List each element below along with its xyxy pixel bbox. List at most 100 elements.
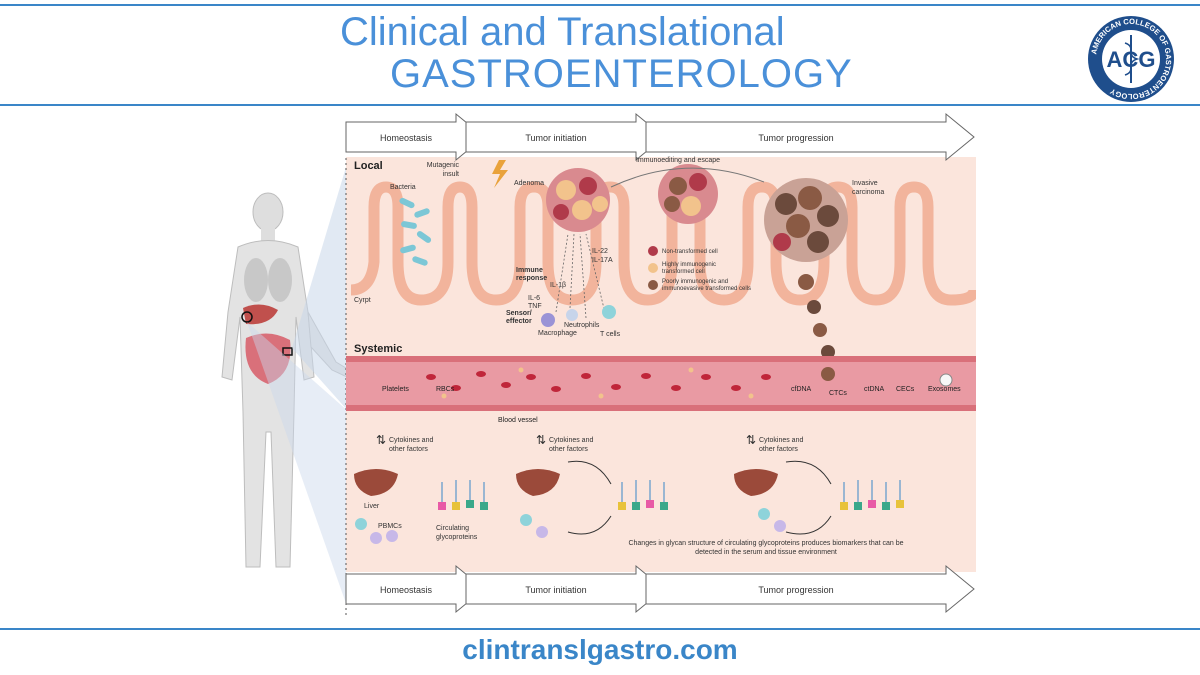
exchange-arrows-icon: ⇅ xyxy=(746,433,756,447)
lung-left-organ xyxy=(244,258,268,302)
adenoma-cell-mass xyxy=(546,168,610,232)
label-sensor-line2: effector xyxy=(506,318,532,325)
label-blood-vessel: Blood vessel xyxy=(498,417,538,424)
macrophage-cell-icon xyxy=(541,313,555,327)
stage-label-progression-top: Tumor progression xyxy=(758,133,833,143)
label-il22: IL-22 xyxy=(592,248,608,255)
pbmc-cell-icon xyxy=(386,530,398,542)
label-il17a: IL-17A xyxy=(592,257,613,264)
label-cytokines-line2: other factors xyxy=(389,446,428,453)
pbmc-cell-icon xyxy=(355,518,367,530)
tumor-progression-figure: Homeostasis Tumor initiation Tumor progr… xyxy=(221,112,976,622)
label-pbmcs: PBMCs xyxy=(378,523,402,530)
pbmc-cell-icon xyxy=(758,508,770,520)
section-label-local: Local xyxy=(354,160,383,172)
pbmc-cell-icon xyxy=(774,520,786,532)
label-invasive-line1: Invasive xyxy=(852,180,878,187)
label-cytokines-line2: other factors xyxy=(549,446,588,453)
label-circulating-line1: Circulating xyxy=(436,525,469,532)
journal-title-line1: Clinical and Translational xyxy=(340,10,785,54)
label-exosomes: Exosomes xyxy=(928,386,961,393)
stage-label-progression-bottom: Tumor progression xyxy=(758,585,833,595)
crypt-epithelium xyxy=(350,181,976,306)
immunoediting-cell-mass xyxy=(658,164,718,224)
header-bottom-rule xyxy=(0,104,1200,106)
liver-icon xyxy=(516,469,560,496)
header-top-rule xyxy=(0,4,1200,6)
blood-vessel xyxy=(346,356,976,411)
liver-marker-icon xyxy=(241,311,253,323)
systemic-panel-progression: ⇅ Cytokines and other factors xyxy=(734,433,904,535)
glycoprotein-icons xyxy=(438,480,488,510)
stage-label-homeostasis-top: Homeostasis xyxy=(380,133,433,143)
stage-arrows-bottom: Homeostasis Tumor initiation Tumor progr… xyxy=(345,564,975,614)
cell-type-legend: Non-transformed cell Highly immunogenic … xyxy=(648,246,751,292)
exosome-icon xyxy=(939,373,953,387)
label-crypt: Cyrpt xyxy=(354,297,371,304)
glycan-note-line2: detected in the serum and tissue environ… xyxy=(695,549,837,556)
label-cytokines-line1: Cytokines and xyxy=(759,437,803,444)
pbmc-cell-icon xyxy=(370,532,382,544)
lightning-bolt-icon xyxy=(492,160,508,188)
legend-non-transformed: Non-transformed cell xyxy=(662,249,718,255)
label-cytokines-line1: Cytokines and xyxy=(549,437,593,444)
glycoprotein-icons xyxy=(618,480,668,510)
label-mutagenic-line1: Mutagenic xyxy=(427,162,460,169)
label-immune-response-line2: response xyxy=(516,275,547,282)
liver-icon xyxy=(354,469,398,496)
journal-title-line2: GASTROENTEROLOGY xyxy=(390,52,853,96)
immunoediting-arrow xyxy=(610,167,765,188)
lung-right-organ xyxy=(268,258,292,302)
label-macrophage: Macrophage xyxy=(538,330,577,337)
flow-arrow-icon xyxy=(567,515,612,535)
stage-label-initiation-bottom: Tumor initiation xyxy=(525,585,586,595)
label-ctdna: ctDNA xyxy=(864,386,885,393)
label-platelets: Platelets xyxy=(382,386,409,393)
stage-label-homeostasis-bottom: Homeostasis xyxy=(380,585,433,595)
systemic-panel-initiation: ⇅ Cytokines and other factors xyxy=(516,433,668,538)
ctc-cell-icon xyxy=(821,367,835,381)
label-circulating-line2: glycoproteins xyxy=(436,534,478,541)
stage-arrows-top: Homeostasis Tumor initiation Tumor progr… xyxy=(345,112,975,162)
label-il1b: IL-1β xyxy=(550,282,566,289)
invasive-carcinoma-mass xyxy=(764,178,848,359)
exchange-arrows-icon: ⇅ xyxy=(376,433,386,447)
cytokine-signal-arrows xyxy=(555,233,607,319)
acg-logo: AMERICAN COLLEGE OF GASTROENTEROLOGY ACG xyxy=(1088,16,1174,102)
legend-poorly-immunogenic-line1: Poorly immunogenic and xyxy=(662,279,728,285)
exchange-arrows-icon: ⇅ xyxy=(536,433,546,447)
label-tcells: T cells xyxy=(600,331,621,338)
label-cfdna: cfDNA xyxy=(791,386,812,393)
label-mutagenic-line2: insult xyxy=(443,171,459,178)
glycan-note-line1: Changes in glycan structure of circulati… xyxy=(628,540,903,547)
systemic-panel-homeostasis: ⇅ Cytokines and other factors Liver PBMC… xyxy=(354,433,488,544)
bacteria-cluster-icon xyxy=(399,197,432,266)
liver-icon xyxy=(734,469,778,496)
legend-swatch-non-transformed xyxy=(648,246,658,256)
zoom-cone-lower xyxy=(247,322,349,612)
stage-arrow-progression-bottom xyxy=(645,564,975,614)
pbmc-cell-icon xyxy=(520,514,532,526)
label-liver: Liver xyxy=(364,503,380,510)
label-cecs: CECs xyxy=(896,386,915,393)
label-ctcs: CTCs xyxy=(829,390,847,397)
intestine-organ xyxy=(245,333,291,384)
label-sensor-line1: Sensor/ xyxy=(506,310,532,317)
legend-swatch-poorly-immunogenic xyxy=(648,280,658,290)
flow-arrow-icon xyxy=(567,460,612,485)
legend-poorly-immunogenic-line2: immunoevasive transformed cells xyxy=(662,286,751,292)
label-immunoediting: Immunoediting and escape xyxy=(636,157,720,164)
caduceus-serpent-icon xyxy=(1124,42,1140,76)
neutrophil-cell-icon xyxy=(566,309,578,321)
flow-arrow-icon xyxy=(785,460,832,485)
section-label-systemic: Systemic xyxy=(354,343,402,355)
footer-rule xyxy=(0,628,1200,630)
label-bacteria: Bacteria xyxy=(390,184,416,191)
label-invasive-line2: carcinoma xyxy=(852,189,884,196)
glycoprotein-icons xyxy=(840,480,904,510)
journal-website-link[interactable]: clintranslgastro.com xyxy=(462,634,738,665)
pbmc-cell-icon xyxy=(536,526,548,538)
label-cytokines-line1: Cytokines and xyxy=(389,437,433,444)
human-body-illustration xyxy=(221,157,367,612)
logo-monogram: ACG xyxy=(1107,47,1156,72)
